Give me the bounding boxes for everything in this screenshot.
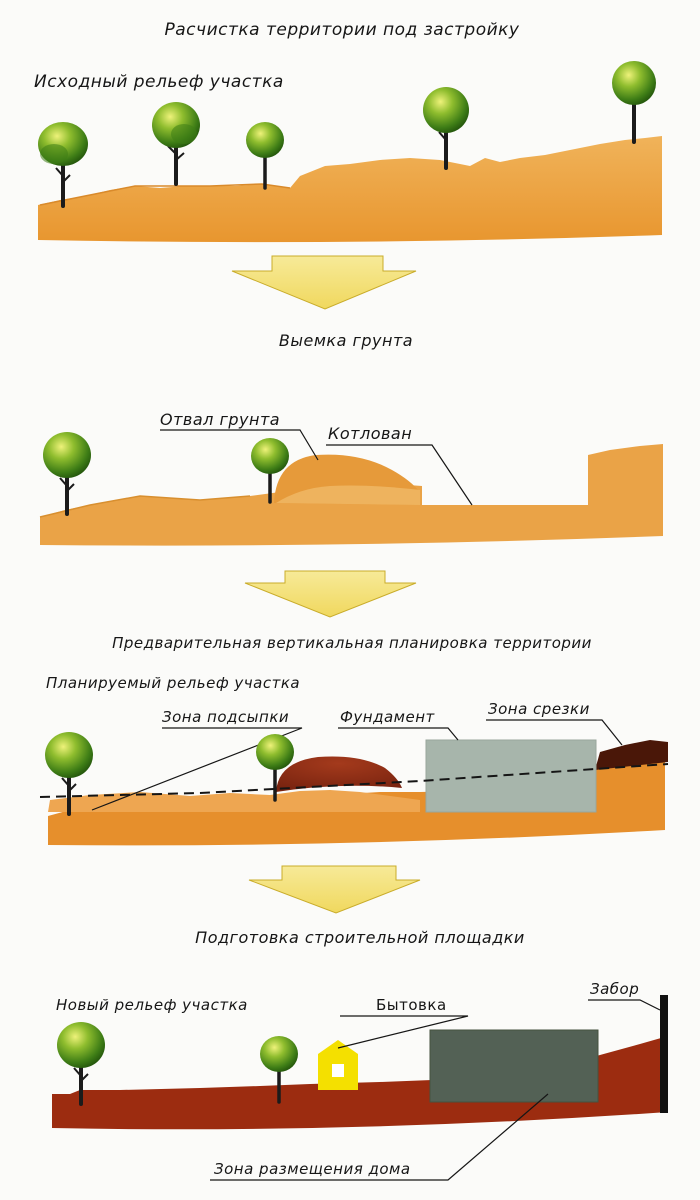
tree-icon	[152, 102, 200, 186]
house-zone-label: Зона размещения дома	[214, 1160, 411, 1178]
tree-icon	[246, 122, 284, 190]
diagram-title: Расчистка территории под застройку	[164, 20, 520, 40]
cut-mound	[595, 740, 668, 770]
cabin-label: Бытовка	[376, 996, 447, 1014]
spoil-heap-label: Отвал грунта	[160, 410, 281, 429]
stage-4-ground	[52, 995, 668, 1130]
arrow-down-icon	[248, 865, 421, 914]
stage-4-heading: Подготовка строительной площадки	[195, 928, 525, 947]
arrow-down-icon	[244, 570, 417, 618]
foundation	[425, 739, 597, 813]
fence-icon	[660, 995, 668, 1113]
stage-2-heading: Выемка грунта	[278, 331, 414, 350]
leader-lines	[91, 429, 661, 1181]
tree-icon	[423, 87, 469, 170]
stage-1-ground	[38, 136, 662, 243]
stage-4-label: Новый рельеф участка	[56, 996, 248, 1014]
cut-zone-label: Зона срезки	[488, 700, 590, 718]
tree-icon	[43, 432, 91, 516]
tree-icon	[256, 734, 294, 802]
stage-3-label: Планируемый рельеф участка	[46, 674, 301, 692]
tree-icon	[57, 1022, 105, 1106]
foundation-label: Фундамент	[340, 708, 435, 726]
tree-icon	[38, 122, 88, 208]
stage-1-label: Исходный рельеф участка	[34, 72, 284, 92]
stage-2-ground	[39, 444, 663, 546]
tree-icon	[45, 732, 93, 816]
house-zone	[429, 1029, 599, 1103]
tree-icon	[260, 1036, 298, 1104]
tree-icon	[251, 438, 289, 504]
cabin-icon	[318, 1040, 358, 1090]
planned-relief-line	[39, 763, 669, 798]
stage-3-heading: Предварительная вертикальная планировка …	[112, 634, 592, 652]
pit-label: Котлован	[328, 424, 413, 443]
arrow-down-icon	[231, 255, 417, 310]
dark-mound	[276, 756, 402, 792]
tree-icon	[612, 61, 656, 144]
stage-3-ground	[39, 739, 669, 846]
fence-label: Забор	[590, 980, 640, 998]
fill-zone-label: Зона подсыпки	[162, 708, 290, 726]
